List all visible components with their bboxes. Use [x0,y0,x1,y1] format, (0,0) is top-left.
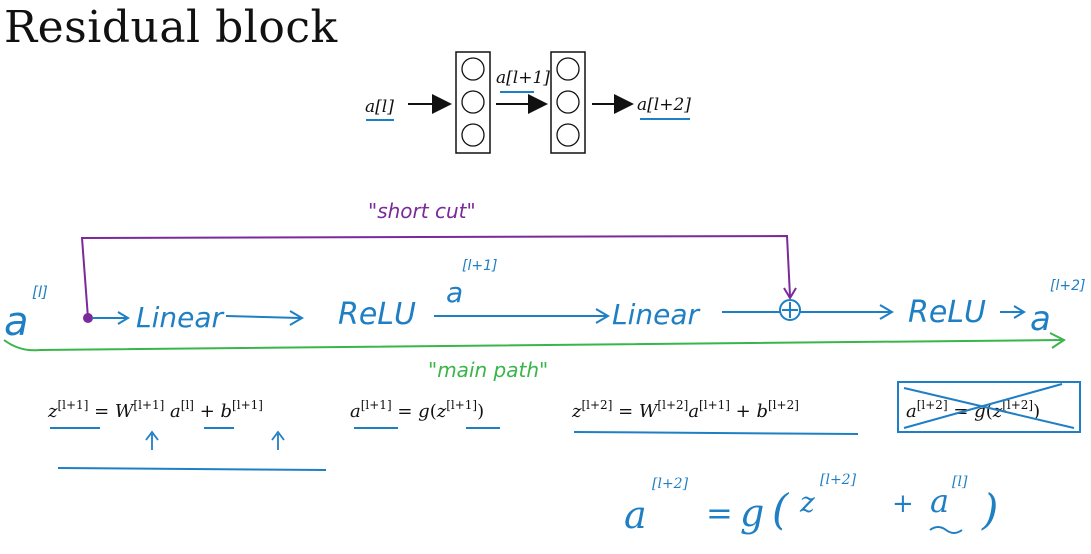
equation-5: a [l+2] = g ( z [l+2] + a [l] ) [624,472,998,537]
eq5-equals: = [706,494,733,532]
linear-1-label: Linear [136,301,225,334]
flow-arrowhead [1013,305,1026,319]
up-arrow-head [145,430,159,441]
equation-4: a[l+2] = g(z[l+2]) [906,398,1040,422]
shortcut-arrowhead [783,287,797,300]
eq5-a-superscript: [l+2] [652,476,689,492]
equations: z[l+1] = W[l+1] a[l] + b[l+1] a[l+1] = g… [47,381,1081,537]
flow-arrowhead [289,310,304,326]
shortcut-origin-dot [83,313,93,323]
main-path-start-superscript: [l] [32,283,48,301]
shortcut-path: "short cut" [80,199,797,323]
sum-node [779,299,801,321]
main-path-arrowhead [1049,332,1066,349]
eq3-underline [573,431,859,435]
neuron-circle [461,90,485,114]
relu-2-label: ReLU [908,295,986,330]
mid-activation-a: a [446,276,463,309]
strike-through-line [903,383,1063,429]
flow-arrowhead [879,304,894,320]
flow-arrowhead [117,311,130,325]
hidden-layer-2 [550,51,586,154]
flow-arrow [225,315,301,319]
input-activation-label: a[l] [365,97,394,117]
neuron-circle [556,90,580,114]
eq5-g: g [740,491,764,535]
eq5-open-paren: ( [772,485,790,534]
hidden-layer-1 [455,51,491,154]
flow-arrowhead [595,308,610,324]
eq1-long-underline [57,467,327,471]
equation-1: z[l+1] = W[l+1] a[l] + b[l+1] [47,398,263,422]
main-path-annotation: "main path" [3,332,1066,382]
eq5-z: z [799,486,815,519]
main-path-end-superscript: [l+2] [1050,278,1085,294]
main-path-label: "main path" [428,358,548,382]
main-path-flow: a [l] Linear ReLU a [l+1] Linear ReLU a [4,258,1085,345]
eq5-plus: + [892,489,914,519]
neuron-circle [461,123,485,147]
main-path-line [3,339,1063,352]
relu-1-label: ReLU [338,297,416,332]
up-arrow-head [271,430,285,441]
neuron-circle [556,123,580,147]
slide-title: Residual block [4,2,338,53]
eq5-close-paren: ) [981,485,998,534]
eq5-squiggle [929,526,963,534]
eq5-a: a [624,493,647,537]
eq4-box [897,381,1081,433]
middle-activation-label: a[l+1] [496,68,550,88]
neuron-circle [461,57,485,81]
eq5-z-superscript: [l+2] [820,472,857,488]
main-path-end-a: a [1030,299,1051,339]
strike-through-line [903,387,1075,429]
shortcut-line [80,234,791,319]
eq5-a2: a [930,482,949,520]
eq5-a2-superscript: [l] [952,474,968,490]
network-diagram: a[l] a[l+1] a[l+2] [365,51,691,154]
main-path-start-a: a [4,299,29,345]
equation-2: a[l+1] = g(z[l+1]) [350,398,484,422]
shortcut-label: "short cut" [368,199,476,223]
mid-activation-superscript: [l+1] [462,258,497,274]
output-activation-label: a[l+2] [637,95,691,115]
equation-3: z[l+2] = W[l+2]a[l+1] + b[l+2] [571,398,799,422]
neuron-circle [556,57,580,81]
linear-2-label: Linear [612,298,701,331]
